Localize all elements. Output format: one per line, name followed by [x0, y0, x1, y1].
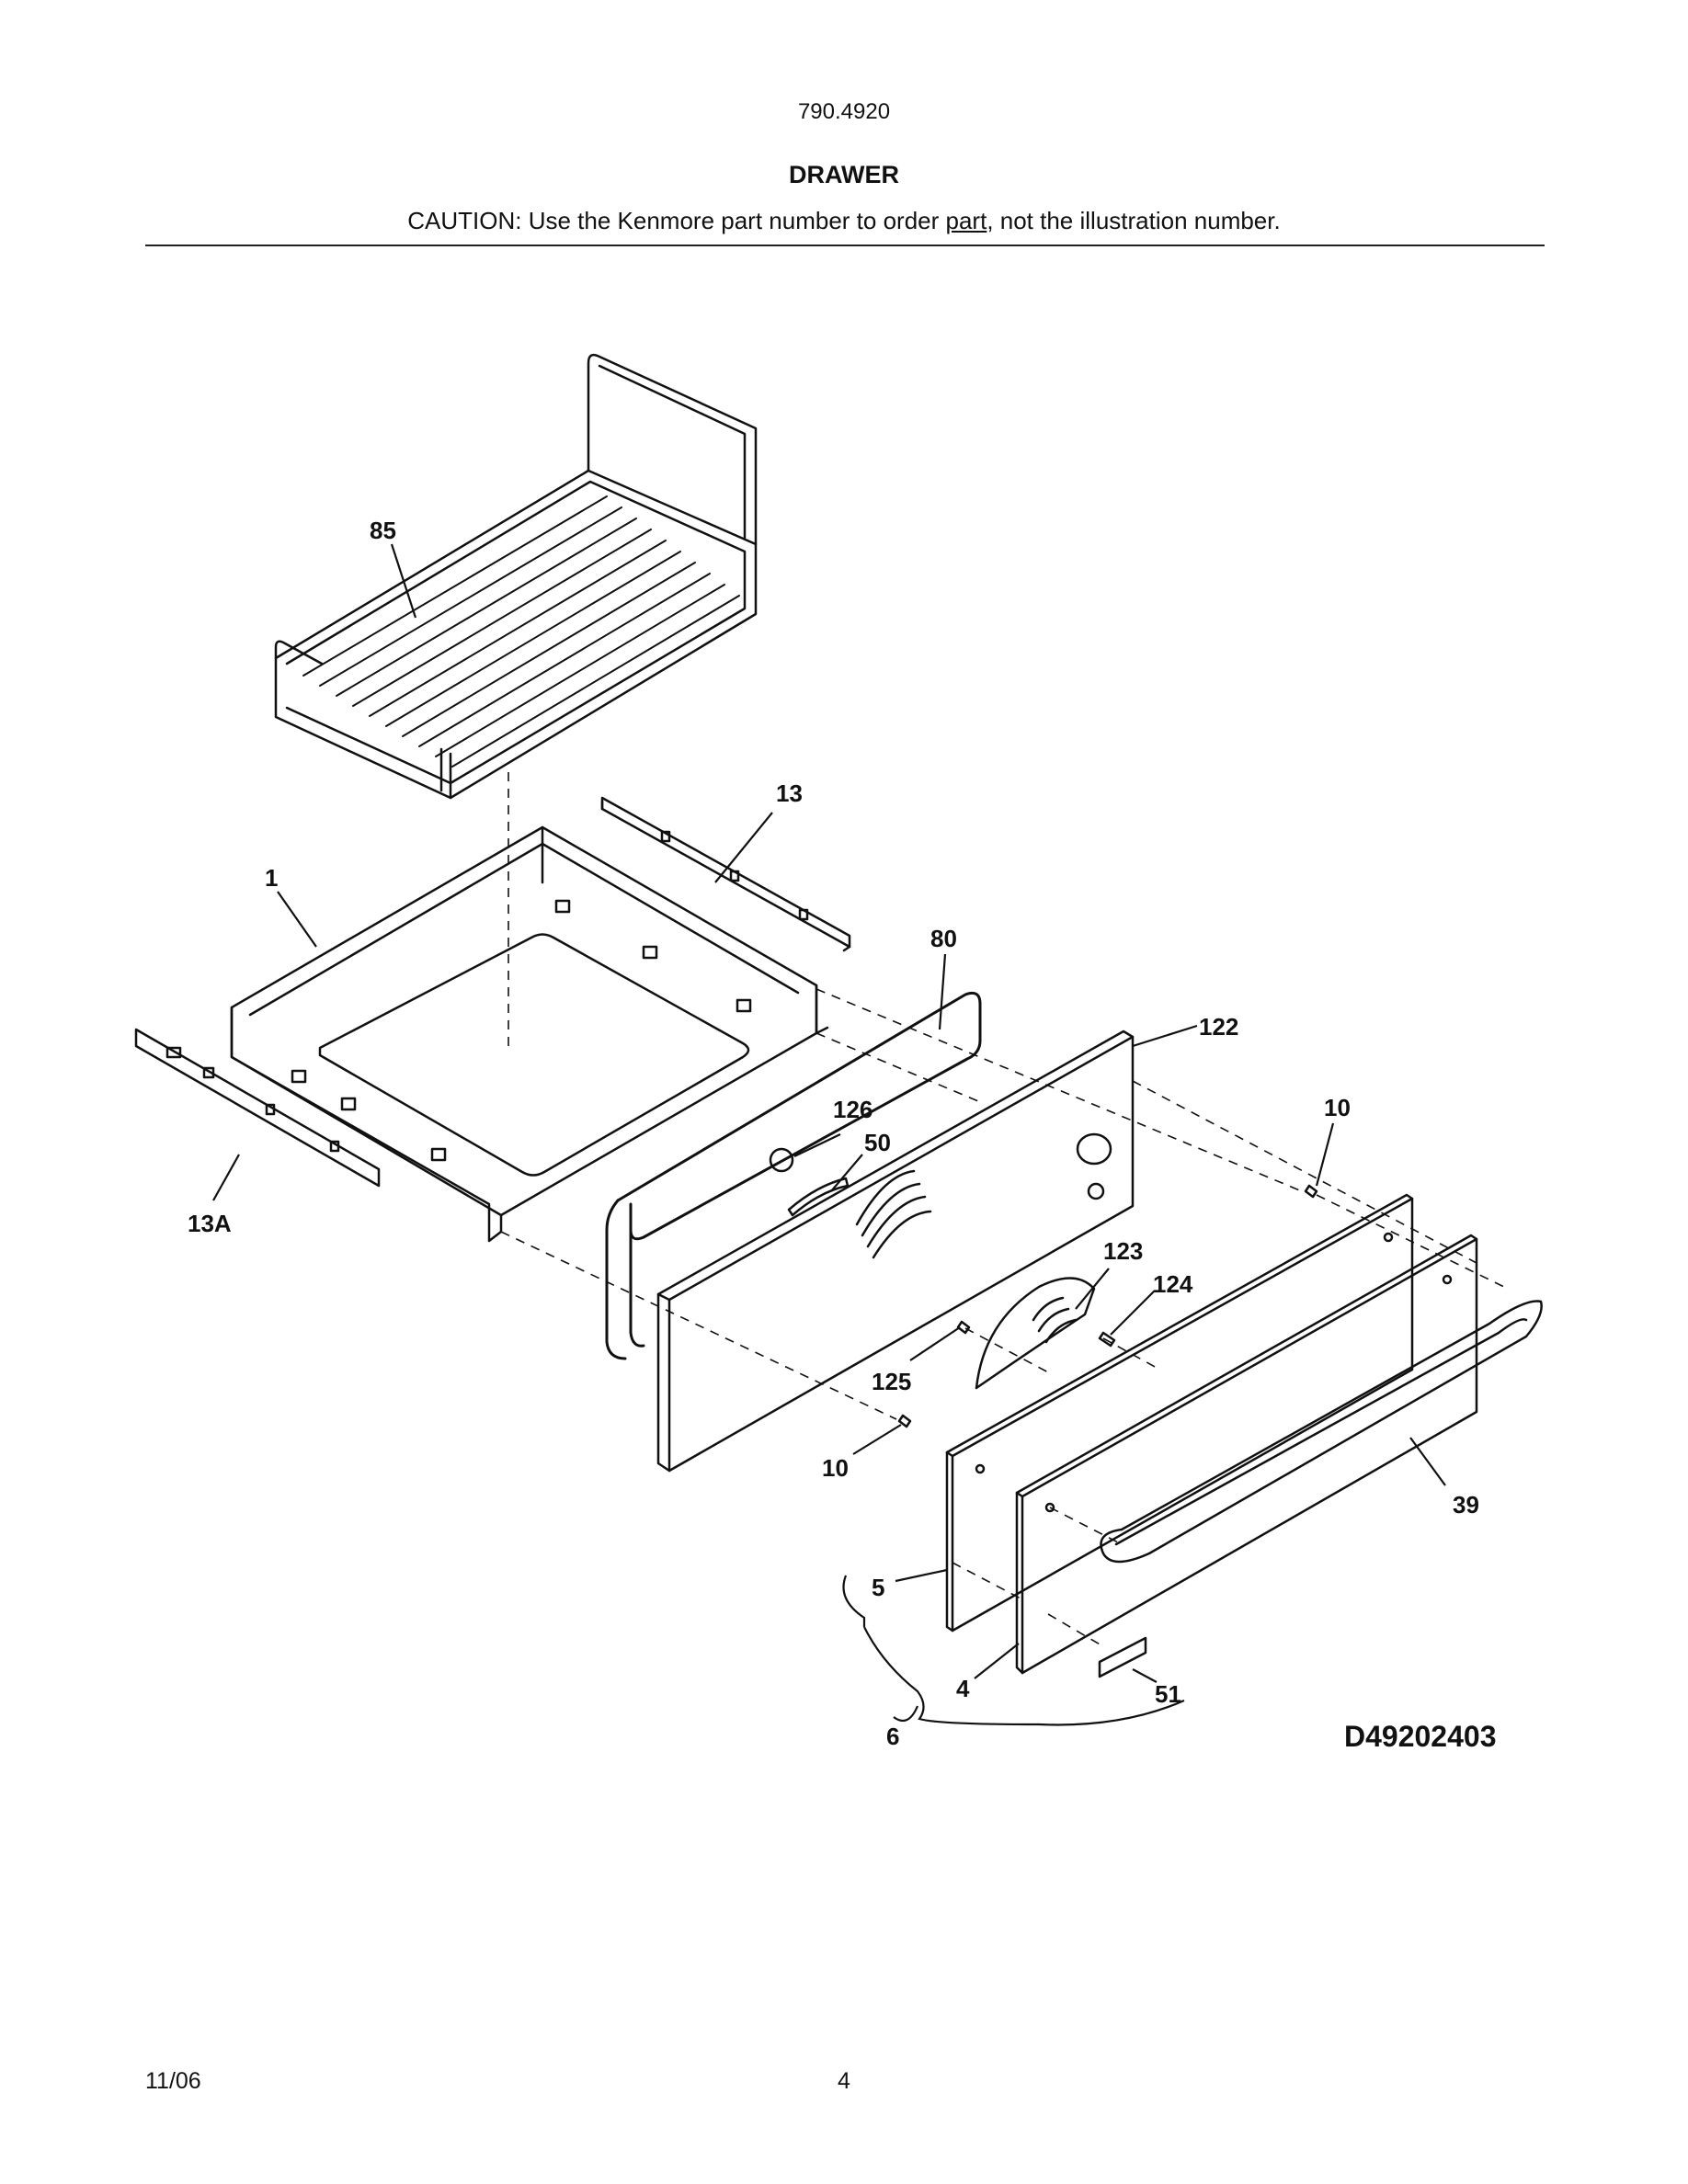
callout-13A: 13A: [188, 1210, 232, 1237]
trim-strip-part: [787, 1177, 850, 1217]
front-panel-part: [1015, 1234, 1478, 1675]
callout-80: 80: [930, 925, 957, 952]
callout-51: 51: [1155, 1680, 1181, 1708]
caution-text-start: CAUTION: Use the Kenmore part number to …: [407, 207, 946, 234]
gasket-part: [605, 991, 982, 1360]
callout-85: 85: [370, 517, 396, 544]
footer-date: 11/06: [145, 2068, 201, 2094]
screw-125-part: [956, 1320, 971, 1335]
screw-10-top-part: [1304, 1184, 1318, 1199]
wire-rack-part: [274, 353, 758, 800]
callout-4: 4: [956, 1675, 970, 1702]
screw-10-bottom-part: [897, 1414, 912, 1428]
inner-panel-part: [656, 1029, 1135, 1473]
callout-10-bottom: 10: [822, 1454, 849, 1482]
slide-rail-right-part: [600, 796, 851, 952]
callout-126: 126: [833, 1096, 873, 1123]
caution-underlined-word: part: [945, 207, 987, 234]
callout-125: 125: [872, 1368, 911, 1395]
callout-1: 1: [265, 864, 278, 892]
callout-50: 50: [864, 1129, 891, 1156]
caution-note: CAUTION: Use the Kenmore part number to …: [0, 207, 1688, 235]
knob-part: [769, 1147, 794, 1173]
header-divider: [145, 245, 1545, 246]
callout-10-top: 10: [1324, 1094, 1351, 1121]
handle-part: [1100, 1300, 1543, 1564]
footer-page-number: 4: [838, 2068, 850, 2094]
vent-cover-part: [975, 1277, 1096, 1390]
drawer-pan-part: [230, 825, 829, 1243]
caution-text-end: , not the illustration number.: [987, 207, 1281, 234]
callout-39: 39: [1453, 1491, 1479, 1519]
badge-part: [1098, 1636, 1147, 1678]
callout-6: 6: [886, 1723, 899, 1750]
callout-5: 5: [872, 1574, 884, 1601]
callout-122: 122: [1199, 1013, 1238, 1041]
slide-rail-left-part: [134, 1028, 381, 1188]
callout-13: 13: [776, 779, 803, 807]
callout-123: 123: [1103, 1237, 1143, 1265]
screw-124-part: [1098, 1331, 1116, 1348]
section-title: DRAWER: [789, 161, 899, 188]
diagram-id: D49202403: [1344, 1720, 1496, 1753]
callout-124: 124: [1153, 1270, 1193, 1298]
model-number: 790.4920: [797, 99, 891, 124]
outer-panel-part: [945, 1193, 1414, 1632]
